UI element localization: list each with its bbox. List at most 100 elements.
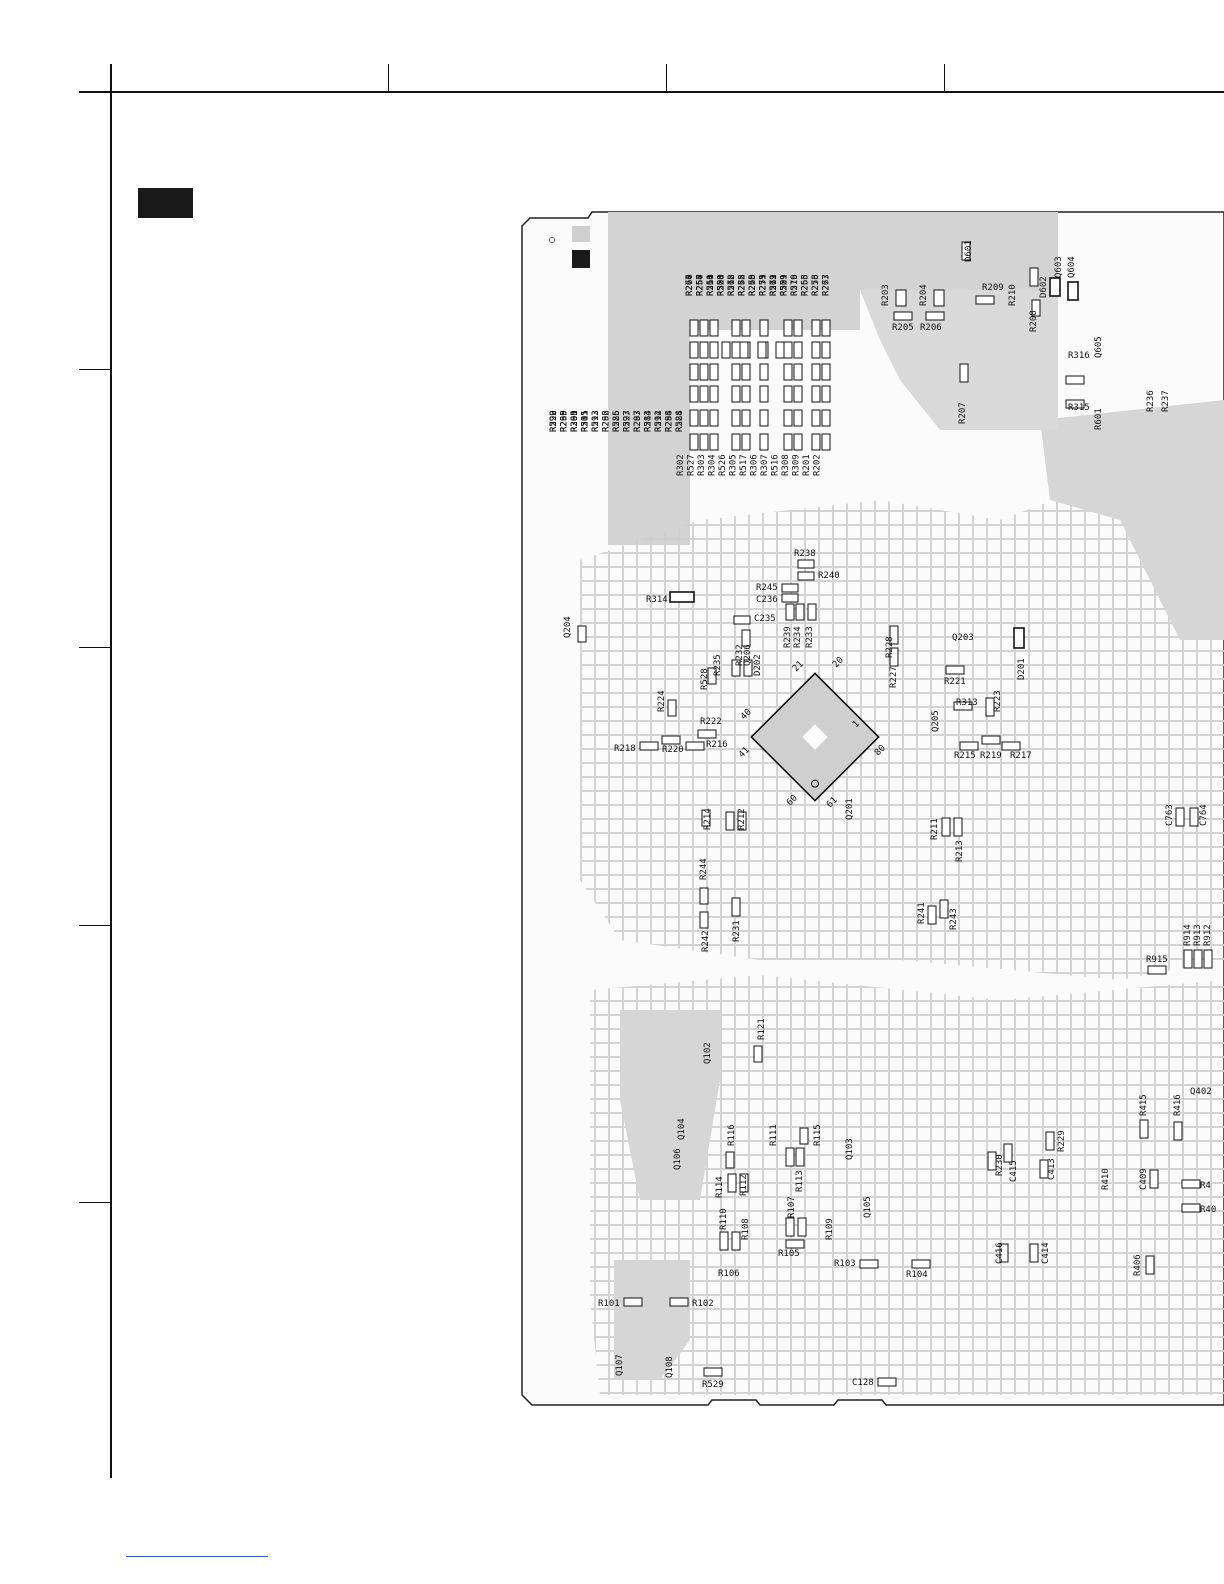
component-label: R115 [813,1124,823,1146]
frame-tick-top-3 [944,64,945,92]
component-body [795,603,805,621]
component-label: R40 [1200,1205,1216,1215]
component-label: R212 [737,808,747,830]
component-body [741,629,751,647]
component-label: R259 [780,274,790,296]
component-label: Q402 [1190,1087,1212,1097]
component-label: R4 [1200,1181,1211,1191]
component-label: R253 [801,274,811,296]
ic-pin-label: 1 [851,719,862,730]
component-label: R524 [675,410,685,432]
resistor-pad [689,319,699,337]
component-body [939,899,949,919]
component-label: R232 [735,644,745,666]
component-label: C415 [1009,1160,1019,1182]
component-body [797,1217,807,1237]
component-label: R296 [602,410,612,432]
component-body [667,699,677,717]
component-label: C409 [1139,1168,1149,1190]
component-label: R204 [919,284,929,306]
resistor-pad [821,363,831,381]
component-label: R272 [769,274,779,296]
resistor-pad [783,319,793,337]
component-body [699,887,709,905]
resistor-pad [811,385,821,403]
resistor-pad [741,409,751,427]
component-label: R206 [920,323,942,333]
footer-link-underline[interactable] [126,1556,268,1557]
component-label: R601 [1094,408,1104,430]
resistor-pad [709,433,719,451]
component-body [1181,1179,1201,1189]
component-body [941,817,951,837]
component-label: R309 [792,454,802,476]
component-label: R299 [549,410,559,432]
component-label: R294 [654,410,664,432]
component-label: C763 [1165,804,1175,826]
resistor-pad [709,363,719,381]
component-label: R234 [793,626,803,648]
component-body [639,741,659,751]
component-body [1189,807,1199,827]
component-body [987,1151,997,1171]
component-label: R308 [781,454,791,476]
component-body [975,295,995,305]
component-label: R513 [591,410,601,432]
component-label: R264 [696,274,706,296]
component-label: R279 [759,274,769,296]
component-label: R270 [748,274,758,296]
resistor-pad [759,409,769,427]
component-body [725,811,735,831]
component-body [999,1243,1009,1263]
resistor-pad [689,433,699,451]
component-label: R224 [657,690,667,712]
component-label: R267 [685,274,695,296]
component-body [727,1173,737,1193]
component-label: R285 [570,410,580,432]
component-body [895,289,907,307]
component-label: R104 [906,1270,928,1280]
resistor-pad [793,319,803,337]
component-body [945,665,965,675]
component-label: Q105 [863,1196,873,1218]
resistor-pad [759,319,769,337]
component-label: C236 [756,595,778,605]
diode-body [1013,627,1025,649]
component-label: R241 [917,902,927,924]
component-label: R256 [811,274,821,296]
diode-body [669,591,695,603]
component-body [661,735,681,745]
component-label: R218 [614,744,636,754]
diode-body [1067,281,1079,301]
component-body [961,241,971,261]
component-body [1203,949,1213,969]
component-body [1039,1159,1049,1179]
component-label: R912 [1203,924,1213,946]
component-label: R205 [892,323,914,333]
component-label: R101 [598,1299,620,1309]
component-label: R112 [739,1174,749,1196]
component-label: R227 [889,666,899,688]
component-body [925,311,945,321]
component-body [1149,1169,1159,1189]
resistor-pad [721,341,731,359]
component-label: D602 [1039,276,1049,298]
component-label: R268 [738,274,748,296]
component-body [781,593,799,603]
component-label: R302 [676,454,686,476]
component-label: R216 [706,740,728,750]
resistor-pad [793,341,803,359]
resistor-pad [741,319,751,337]
resistor-pad [821,409,831,427]
component-label: R522 [549,410,559,432]
component-body [1193,949,1203,969]
ground-plane-mid [860,290,1058,430]
component-label: D601 [964,240,974,262]
component-label: R231 [732,920,742,942]
component-label: R291 [570,410,580,432]
component-label: R410 [1101,1168,1111,1190]
component-label: R305 [729,454,739,476]
resistor-pad [709,319,719,337]
component-label: R209 [982,283,1004,293]
